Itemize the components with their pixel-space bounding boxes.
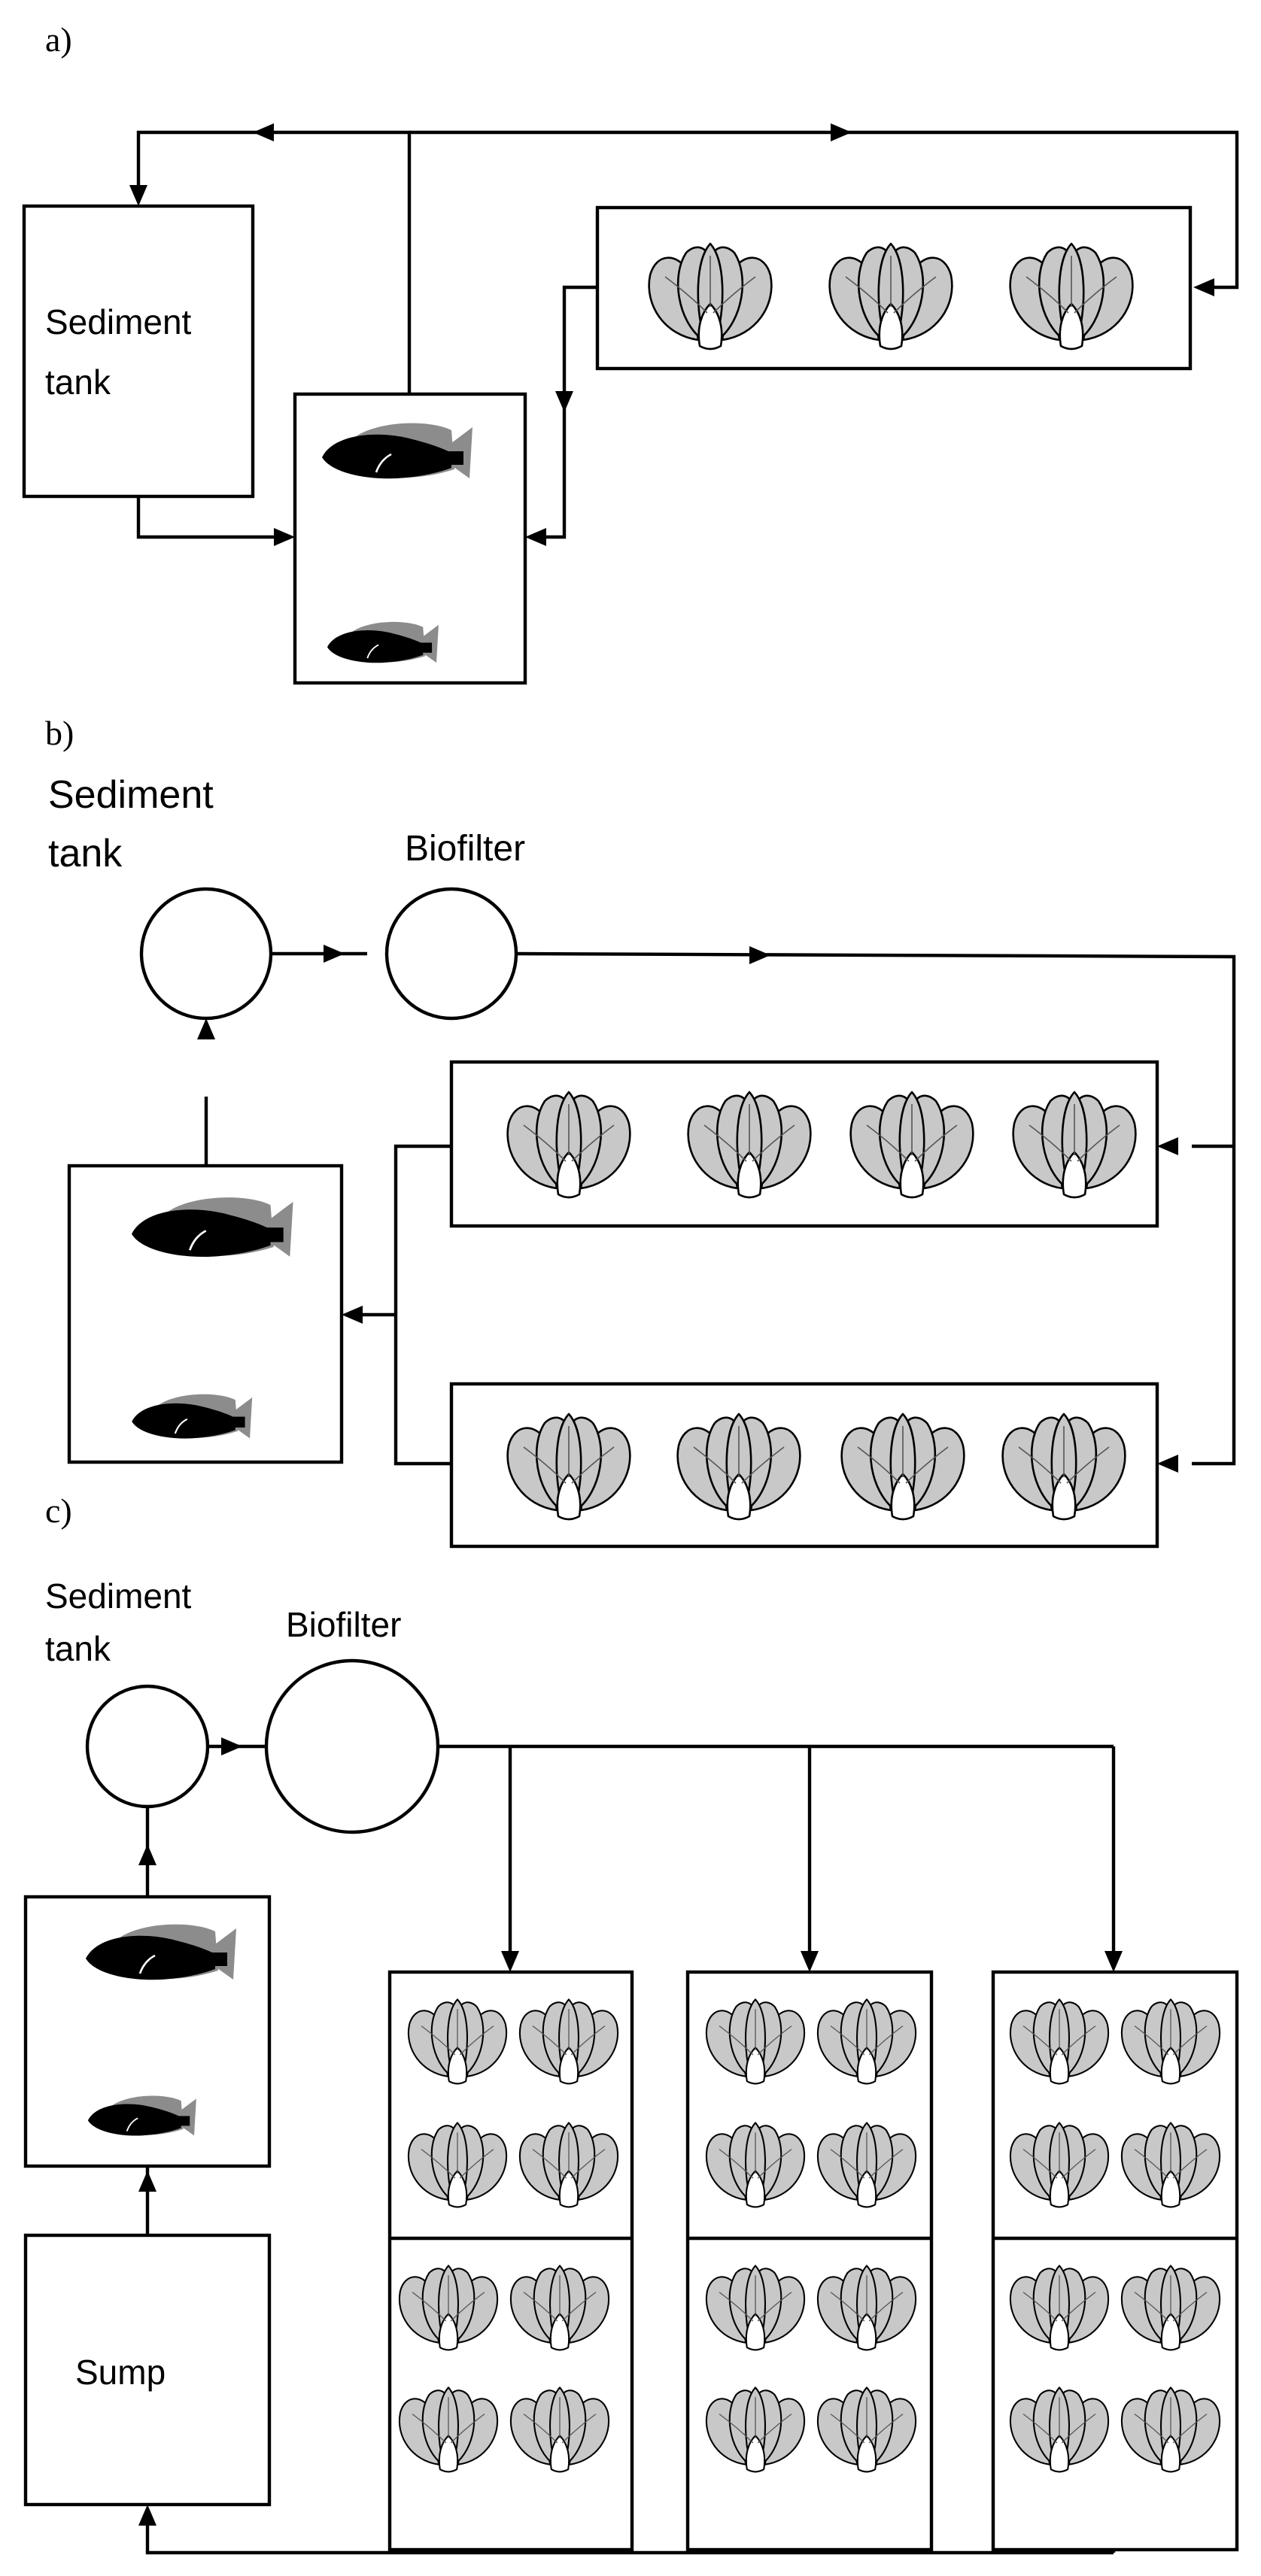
lettuce-plant-icon (1120, 1998, 1221, 2085)
sediment-tank-circle (85, 1684, 210, 1809)
panel-label: a) (45, 20, 72, 59)
sediment-tank-label: tank (45, 1629, 111, 1668)
lettuce-plant-icon (509, 2265, 610, 2351)
sediment-tank-box (22, 204, 255, 499)
biofilter-label: Biofilter (286, 1605, 401, 1644)
panel-c-fish (84, 1923, 238, 2137)
tilapia-fish-icon (321, 422, 474, 480)
bed-drain-stubs (508, 2550, 1116, 2553)
lettuce-plant-icon (828, 242, 953, 350)
fish-to-plant-bed-pipe (409, 130, 1239, 290)
lettuce-plant-icon (705, 2265, 806, 2351)
sediment-tank-label: Sediment (45, 302, 192, 341)
sediment-tank-label: tank (45, 363, 111, 402)
panel-c-arrows (138, 1737, 1123, 2526)
lettuce-plant-icon (705, 2122, 806, 2208)
lettuce-plant-icon (705, 2386, 806, 2473)
lettuce-plant-icon (518, 1998, 619, 2085)
lettuce-plant-icon (648, 242, 773, 350)
panel-a-plants (648, 242, 1134, 350)
biofilter-label: Biofilter (405, 829, 525, 869)
lettuce-plant-icon (816, 1998, 917, 2085)
lettuce-plant-icon (676, 1412, 801, 1521)
panel-b-plants (506, 1091, 1137, 1521)
lettuce-plant-icon (509, 2386, 610, 2473)
biofilter-to-plant-beds-pipe (515, 951, 1236, 1466)
lettuce-plant-icon (1009, 2265, 1110, 2351)
panel-a (22, 130, 1239, 685)
sump-label: Sump (75, 2353, 166, 2392)
lettuce-plant-icon (506, 1412, 631, 1521)
panel-label: b) (45, 714, 74, 752)
plant-bed (449, 1060, 1159, 1228)
tilapia-fish-icon (87, 2095, 197, 2137)
panel-a-arrows (129, 123, 1214, 546)
lettuce-plant-icon (1001, 1412, 1126, 1521)
lettuce-plant-icon (1012, 1091, 1137, 1199)
panel-b (67, 887, 1236, 1549)
panel-b-fish (130, 1196, 294, 1440)
sediment-tank-label: Sediment (45, 1576, 192, 1616)
tilapia-fish-icon (326, 620, 439, 664)
lettuce-plant-icon (506, 1091, 631, 1199)
lettuce-plant-icon (1120, 2386, 1221, 2473)
tilapia-fish-icon (130, 1196, 294, 1258)
lettuce-plant-icon (1009, 2122, 1110, 2208)
panel-b-arrows (197, 945, 1178, 1473)
sediment-to-fish-pipe (136, 496, 277, 539)
biofilter-circle (384, 887, 518, 1021)
lettuce-plant-icon (398, 2265, 499, 2351)
lettuce-plant-icon (687, 1091, 812, 1199)
lettuce-plant-icon (1009, 242, 1134, 350)
lettuce-plant-icon (705, 1998, 806, 2085)
lettuce-plant-icon (816, 2386, 917, 2473)
lettuce-plant-icon (816, 2122, 917, 2208)
panel-a-fish (321, 422, 474, 664)
lettuce-plant-icon (398, 2386, 499, 2473)
lettuce-plant-icon (407, 2122, 508, 2208)
plant-bed-return-pipe (393, 1144, 451, 1466)
lettuce-plant-icon (1009, 1998, 1110, 2085)
tilapia-fish-icon (131, 1393, 254, 1440)
lettuce-plant-icon (816, 2265, 917, 2351)
lettuce-plant-icon (849, 1091, 974, 1199)
sediment-tank-circle (139, 887, 273, 1021)
panel-c (23, 1658, 1239, 2555)
lettuce-plant-icon (407, 1998, 508, 2085)
lettuce-plant-icon (1009, 2386, 1110, 2473)
panel-label: c) (45, 1491, 72, 1530)
return-to-sump-pipe (145, 2523, 1114, 2555)
panel-c-plants (398, 1998, 1221, 2473)
plant-bed-return-pipe (543, 285, 597, 539)
lettuce-plant-icon (1120, 2122, 1221, 2208)
tilapia-fish-icon (84, 1923, 238, 1981)
biofilter-circle (264, 1658, 440, 1834)
lettuce-plant-icon (1120, 2265, 1221, 2351)
lettuce-plant-icon (840, 1412, 965, 1521)
sediment-tank-label: tank (48, 832, 123, 875)
fish-to-sediment-pipe (136, 130, 412, 394)
sediment-tank-label: Sediment (48, 773, 214, 817)
lettuce-plant-icon (518, 2122, 619, 2208)
